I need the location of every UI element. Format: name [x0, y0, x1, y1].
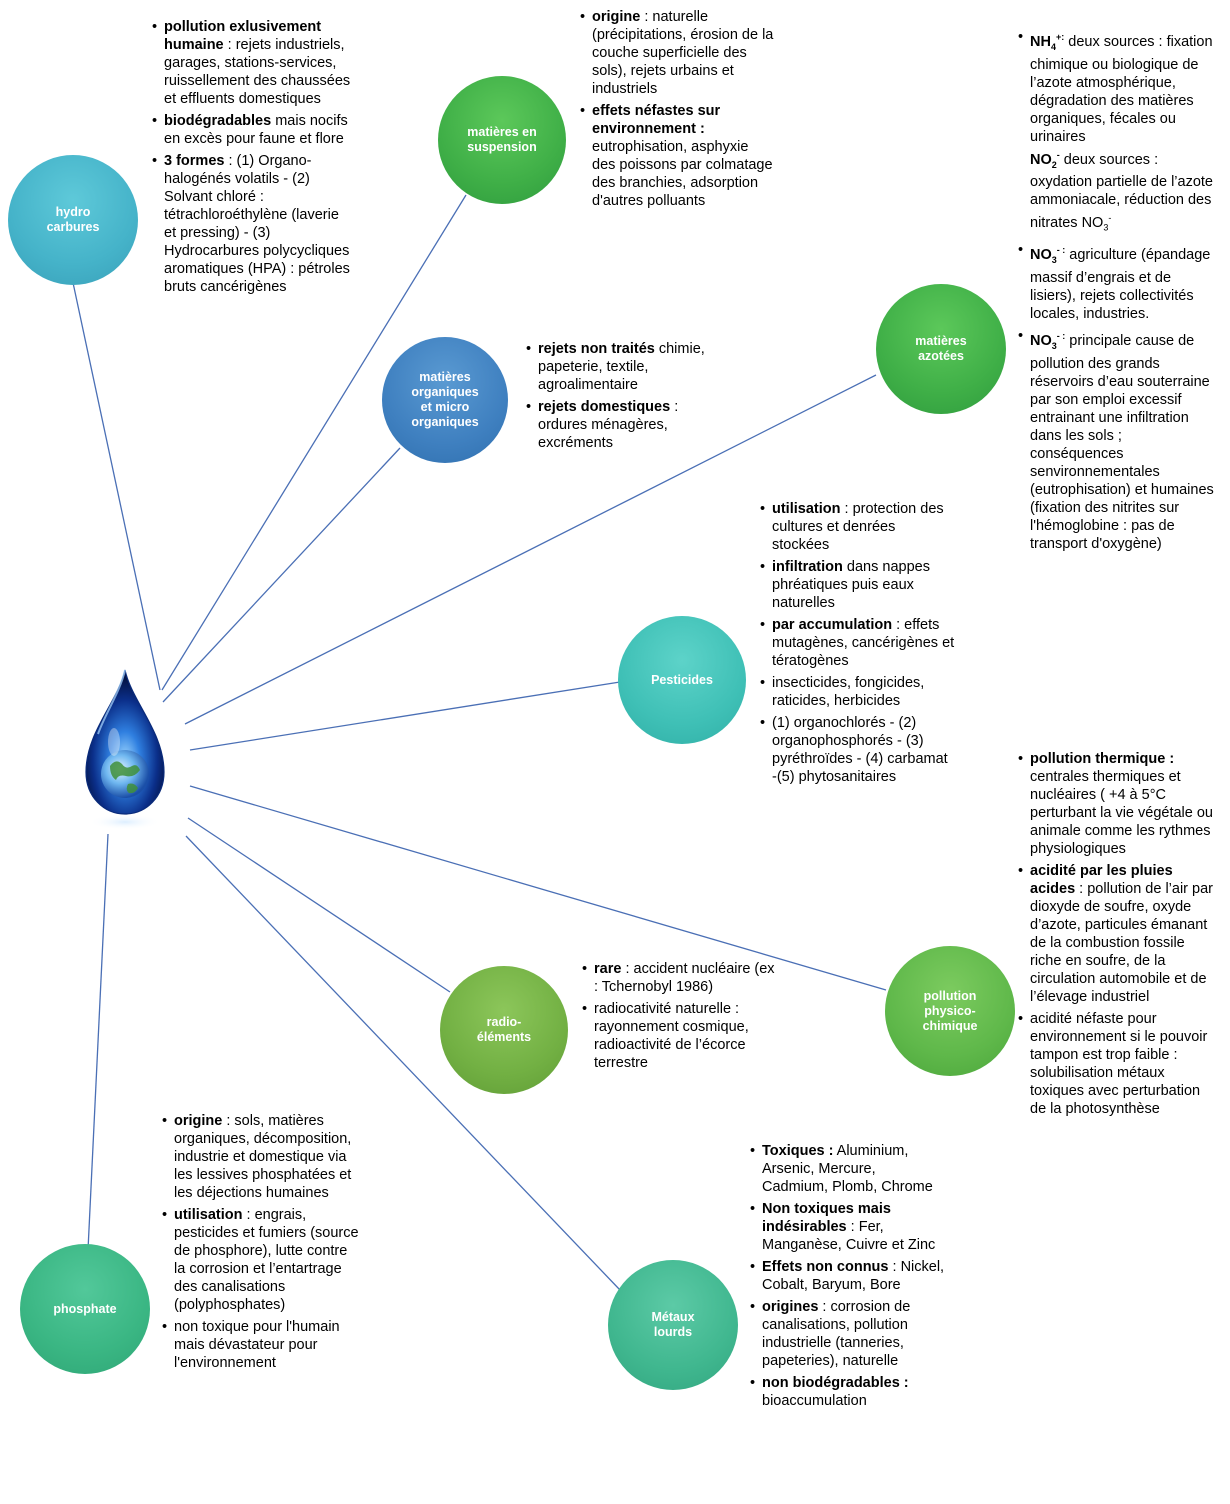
list-item: radiocativité naturelle : rayonnement co…	[582, 1000, 782, 1072]
phosphate-description: origine : sols, matières organiques, déc…	[162, 1112, 362, 1376]
connector-physico	[189, 785, 887, 991]
connector-organiques	[162, 447, 401, 703]
list-item: origine : sols, matières organiques, déc…	[162, 1112, 362, 1202]
list-item: (1) organochlorés - (2) organophosphorés…	[760, 714, 955, 786]
list-item: NO3- : principale cause de pollution des…	[1018, 327, 1218, 553]
list-item: rare : accident nucléaire (ex : Tchernob…	[582, 960, 782, 996]
radio-elements-description: rare : accident nucléaire (ex : Tchernob…	[582, 960, 782, 1076]
list-item: acidité néfaste pour environnement si le…	[1018, 1010, 1218, 1118]
list-item: NH4+: deux sources : fixation chimique o…	[1018, 28, 1218, 237]
list-item: rejets domestiques : ordures ménagères, …	[526, 398, 726, 452]
hydrocarbures-description: pollution exlusivement humaine : rejets …	[152, 18, 352, 300]
list-item: biodégradables mais nocifs en excès pour…	[152, 112, 352, 148]
list-item: non biodégradables : bioaccumulation	[750, 1374, 945, 1410]
suspension-description: origine : naturelle (précipitations, éro…	[580, 8, 775, 214]
list-item: utilisation : engrais, pesticides et fum…	[162, 1206, 362, 1314]
connector-pesticides	[189, 681, 621, 751]
node-phosphate: phosphate	[20, 1244, 150, 1374]
list-item: insecticides, fongicides, raticides, her…	[760, 674, 955, 710]
list-item: utilisation : protection des cultures et…	[760, 500, 955, 554]
connector-phosphate	[87, 833, 109, 1251]
list-item: rejets non traités chimie, papeterie, te…	[526, 340, 726, 394]
connector-metaux	[185, 835, 621, 1291]
list-item: infiltration dans nappes phréatiques pui…	[760, 558, 955, 612]
metaux-lourds-description: Toxiques : Aluminium, Arsenic, Mercure, …	[750, 1142, 945, 1414]
azotees-description: NH4+: deux sources : fixation chimique o…	[1018, 28, 1218, 557]
physico-chimique-description: pollution thermique : centrales thermiqu…	[1018, 750, 1218, 1122]
list-item: par accumulation : effets mutagènes, can…	[760, 616, 955, 670]
list-item: pollution thermique : centrales thermiqu…	[1018, 750, 1218, 858]
list-item: NO3- : agriculture (épandage massif d’en…	[1018, 241, 1218, 323]
list-item: pollution exlusivement humaine : rejets …	[152, 18, 352, 108]
connector-radio	[187, 817, 451, 993]
list-item: origine : naturelle (précipitations, éro…	[580, 8, 775, 98]
organiques-description: rejets non traités chimie, papeterie, te…	[526, 340, 726, 456]
connector-suspension	[161, 194, 467, 691]
water-drop-globe-icon	[85, 669, 165, 830]
list-item: origines : corrosion de canalisations, p…	[750, 1298, 945, 1370]
pesticides-description: utilisation : protection des cultures et…	[760, 500, 955, 790]
list-item: Effets non connus : Nickel, Cobalt, Bary…	[750, 1258, 945, 1294]
node-pesticides: Pesticides	[618, 616, 746, 744]
list-item: non toxique pour l'humain mais dévastate…	[162, 1318, 362, 1372]
list-item: Toxiques : Aluminium, Arsenic, Mercure, …	[750, 1142, 945, 1196]
list-item: effets néfastes sur environnement : eutr…	[580, 102, 775, 210]
node-radio-elements: radio-éléments	[440, 966, 568, 1094]
list-item: Non toxiques mais indésirables : Fer, Ma…	[750, 1200, 945, 1254]
connector-azotees	[184, 374, 877, 725]
list-item: 3 formes : (1) Organo-halogénés volatils…	[152, 152, 352, 296]
list-item: acidité par les pluies acides : pollutio…	[1018, 862, 1218, 1006]
connector-hydrocarbures	[71, 277, 161, 691]
